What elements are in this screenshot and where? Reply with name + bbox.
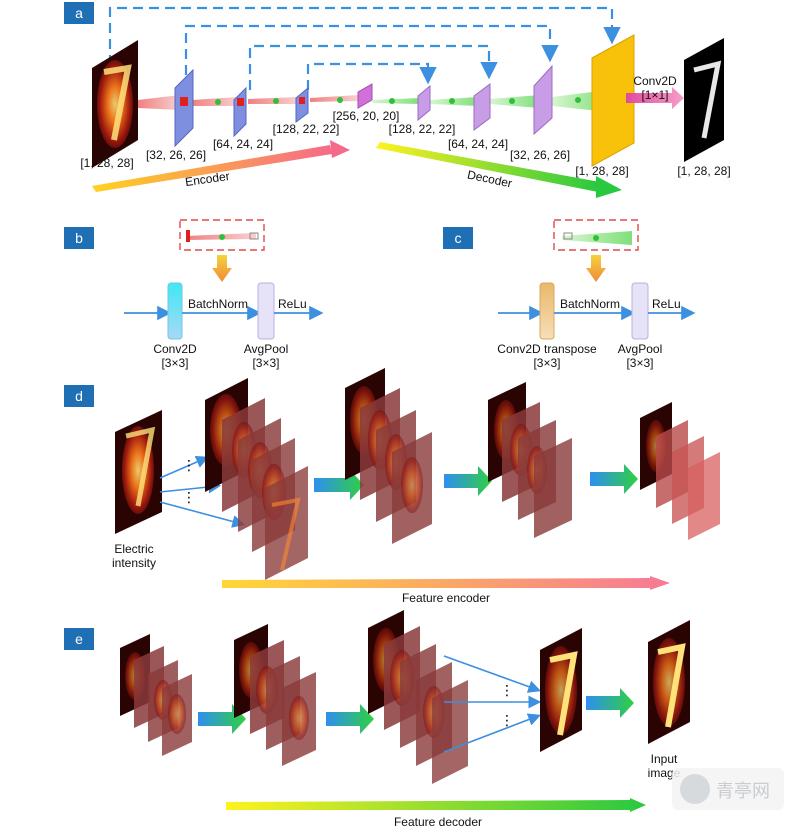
pre-output-shape: [1, 28, 28] — [575, 164, 628, 178]
panel-c-relu: ReLu — [652, 297, 681, 311]
electric-intensity-map — [115, 410, 162, 534]
enc-shape-1: [32, 26, 26] — [146, 148, 206, 162]
encoder-flow — [138, 95, 358, 110]
output-shape: [1, 28, 28] — [677, 164, 730, 178]
panel-b-batchnorm: BatchNorm — [188, 297, 248, 311]
electric-intensity-label: Electric intensity — [112, 542, 156, 570]
watermark-logo-icon — [680, 774, 710, 804]
input-shape-label: [1, 28, 28] — [80, 156, 133, 170]
decoder-stack-2 — [234, 624, 316, 766]
decoder-stack-3 — [368, 610, 468, 784]
feature-stack-3 — [488, 382, 572, 538]
svg-text:⋮: ⋮ — [500, 683, 514, 699]
panel-b-badge: b — [64, 227, 94, 249]
feature-decoder-caption: Feature decoder — [394, 815, 482, 829]
panel-d-badge: d — [64, 385, 94, 407]
svg-text:⋮: ⋮ — [500, 713, 514, 729]
watermark: 青亭网 — [672, 768, 784, 810]
feature-stack-4 — [640, 402, 720, 540]
panel-b-diagram — [124, 220, 320, 339]
panel-c-conv2d-transpose: Conv2D transpose [3×3] — [497, 342, 596, 370]
panel-d-diagram: ⋮ ⋮ — [115, 368, 720, 590]
dec-shape-3: [32, 26, 26] — [510, 148, 570, 162]
panel-b-conv2d: Conv2D [3×3] — [153, 342, 196, 370]
watermark-text: 青亭网 — [716, 777, 770, 803]
input-image-digit — [648, 620, 690, 744]
decoder-stack-1 — [120, 634, 192, 756]
panel-c-batchnorm: BatchNorm — [560, 297, 620, 311]
panel-e-badge: e — [64, 628, 94, 650]
dec-shape-2: [64, 24, 24] — [448, 137, 508, 151]
panel-c-badge: c — [443, 227, 473, 249]
enc-shape-2: [64, 24, 24] — [213, 137, 273, 151]
bottleneck-shape: [256, 20, 20] — [333, 109, 400, 123]
enc-shape-3: [128, 22, 22] — [273, 122, 340, 136]
panel-b-avgpool: AvgPool [3×3] — [244, 342, 288, 370]
dec-shape-1: [128, 22, 22] — [389, 122, 456, 136]
feature-stack-1 — [205, 378, 308, 580]
svg-text:⋮: ⋮ — [182, 458, 196, 474]
panel-c-diagram — [498, 220, 692, 339]
panel-e-diagram: ⋮ ⋮ — [120, 610, 690, 812]
panel-a-badge: a — [64, 2, 94, 24]
output-digit-image — [684, 38, 724, 162]
feature-encoder-caption: Feature encoder — [402, 591, 490, 605]
conv1x1-label: Conv2D [1×1] — [633, 74, 676, 102]
svg-text:⋮: ⋮ — [182, 490, 196, 506]
feature-stack-2 — [345, 368, 432, 544]
reconstructed-digit — [540, 628, 582, 752]
input-intensity-image — [92, 40, 138, 168]
panel-c-avgpool: AvgPool [3×3] — [618, 342, 662, 370]
panel-b-relu: ReLu — [278, 297, 307, 311]
